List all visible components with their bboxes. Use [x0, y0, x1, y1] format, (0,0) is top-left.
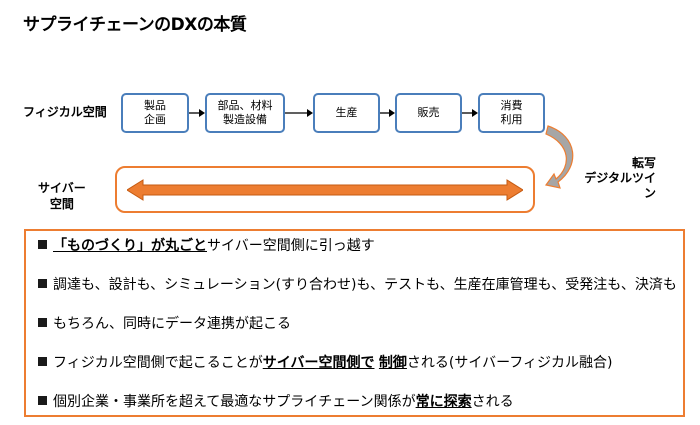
- cyber-space-label: サイバー 空間: [38, 181, 86, 211]
- flow-arrow-icon: [189, 109, 205, 117]
- process-step-sales: 販売: [395, 93, 462, 133]
- flow-arrow-icon: [380, 109, 395, 117]
- point-text: フィジカル空間側で起こることが: [53, 355, 263, 371]
- point-text: される: [471, 394, 514, 410]
- transfer-label: 転写 デジタルツイン: [574, 156, 656, 201]
- key-point-3: もちろん、同時にデータ連携が起こる: [38, 315, 291, 333]
- point-text-emphasis: サイバー空間側で: [262, 355, 375, 371]
- process-step-production: 生産: [313, 93, 380, 133]
- process-step-planning: 製品 企画: [121, 93, 189, 133]
- double-arrow-icon: [127, 179, 523, 201]
- point-text: される(サイバーフィジカル融合): [406, 355, 613, 371]
- process-step-consumption: 消費 利用: [478, 93, 545, 133]
- transfer-arrow-icon: [544, 125, 574, 189]
- bullet-icon: [38, 396, 47, 405]
- key-points-box: 「ものづくり」が丸ごとサイバー空間側に引っ越す 調達も、設計も、シミュレーション…: [24, 229, 685, 417]
- transfer-label-line1: 転写: [631, 156, 656, 170]
- point-text-emphasis: 常に探索: [415, 394, 472, 410]
- point-text: 個別企業・事業所を超えて最適なサプライチェーン関係が: [53, 394, 416, 410]
- point-text: もちろん、同時にデータ連携が起こる: [53, 316, 291, 332]
- bullet-icon: [38, 357, 47, 366]
- point-text: 「ものづくり」が丸ごと: [53, 238, 207, 254]
- point-text-emphasis: 制御: [378, 355, 407, 371]
- bullet-icon: [38, 318, 47, 327]
- bullet-icon: [38, 279, 47, 288]
- page-title: サプライチェーンのDXの本質: [23, 15, 247, 35]
- key-point-5: 個別企業・事業所を超えて最適なサプライチェーン関係が常に探索される: [38, 393, 514, 411]
- key-point-4: フィジカル空間側で起こることがサイバー空間側で 制御される(サイバーフィジカル融…: [38, 354, 612, 372]
- process-step-parts: 部品、材料 製造設備: [205, 93, 285, 133]
- physical-space-label: フィジカル空間: [23, 105, 107, 119]
- key-point-2: 調達も、設計も、シミュレーション(すり合わせ)も、テストも、生産在庫管理も、受発…: [38, 276, 677, 294]
- key-point-1: 「ものづくり」が丸ごとサイバー空間側に引っ越す: [38, 237, 375, 255]
- transfer-label-line2: デジタルツイン: [584, 171, 656, 200]
- point-text: 調達も、設計も、シミュレーション(すり合わせ)も、テストも、生産在庫管理も、受発…: [53, 277, 677, 293]
- point-text: サイバー空間側に引っ越す: [207, 238, 375, 254]
- flow-arrow-icon: [285, 109, 313, 117]
- flow-arrow-icon: [462, 109, 478, 117]
- cyber-space-container: [115, 166, 535, 213]
- bullet-icon: [38, 240, 47, 249]
